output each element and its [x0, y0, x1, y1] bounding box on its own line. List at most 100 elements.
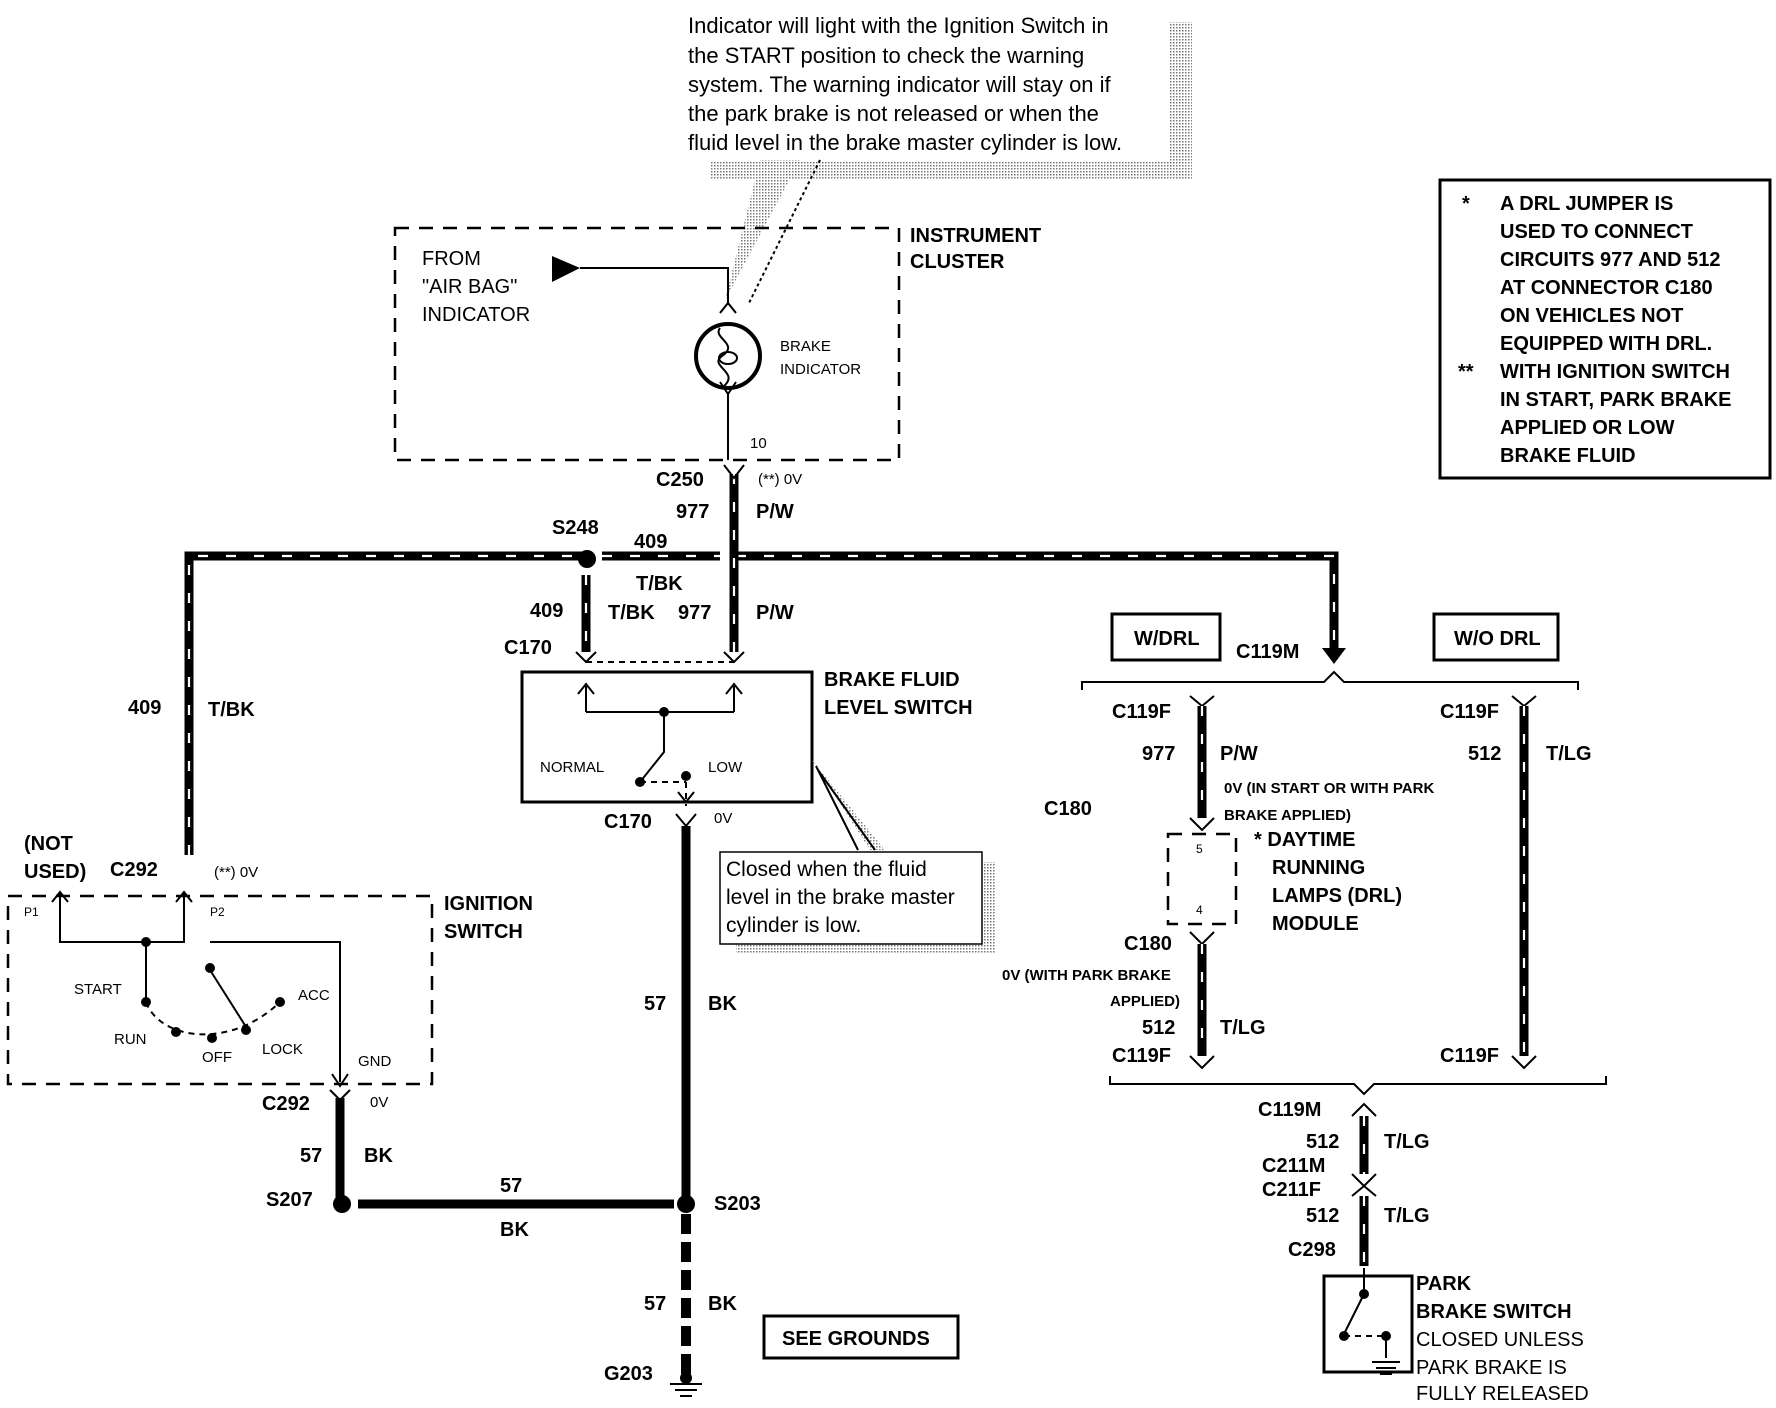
drl-module-title-3: LAMPS (DRL) [1272, 885, 1402, 907]
from-airbag-line-3: INDICATOR [422, 304, 530, 326]
brake-indicator-label-1: BRAKE [780, 338, 831, 355]
legend-note1-line-6: EQUIPPED WITH DRL. [1500, 333, 1712, 355]
circuit-977-top: 977 [676, 501, 709, 523]
color-bk-c: BK [708, 1293, 737, 1315]
c180-bottom-label: C180 [1124, 933, 1172, 955]
ignition-title-1: IGNITION [444, 893, 533, 915]
bottom-brace [1109, 1076, 1607, 1096]
color-tlg-right: T/LG [1546, 743, 1592, 765]
drl-module-title-4: MODULE [1272, 913, 1359, 935]
not-used-label-2: USED) [24, 861, 86, 883]
color-tlg-drl-left: T/LG [1220, 1017, 1266, 1039]
circuit-409-v: 409 [530, 600, 563, 622]
instrument-cluster: INSTRUMENT CLUSTER FROM "AIR BAG" INDICA… [393, 225, 1041, 462]
c250-label: C250 [656, 469, 704, 491]
color-bk-b: BK [364, 1145, 393, 1167]
ign-gnd-label: GND [358, 1053, 392, 1070]
s248-label: S248 [552, 517, 599, 539]
top-brace [1081, 670, 1579, 690]
color-tlg-b2: T/LG [1384, 1205, 1430, 1227]
circuit-409-left: 409 [128, 697, 161, 719]
callout-line-3: system. The warning indicator will stay … [688, 72, 1112, 97]
drl-pin-4: 4 [1196, 903, 1203, 917]
brake-indicator-bulb-icon [694, 322, 762, 390]
callout-line-1: Indicator will light with the Ignition S… [688, 13, 1109, 38]
drl-voltage-note-1: 0V (IN START OR WITH PARK [1224, 780, 1434, 797]
ign-acc-label: ACC [298, 987, 330, 1004]
color-pw-mid: P/W [756, 602, 794, 624]
ign-off-label: OFF [202, 1049, 232, 1066]
color-pw-top: P/W [756, 501, 794, 523]
drl-voltage-note2-2: APPLIED) [1110, 993, 1180, 1010]
s203-splice [677, 1195, 695, 1213]
c292-bottom-label: C292 [262, 1093, 310, 1115]
c119m-top-label: C119M [1236, 641, 1299, 663]
airbag-arrow-icon [552, 256, 580, 282]
circuit-409-h: 409 [634, 531, 667, 553]
park-desc-1: CLOSED UNLESS [1416, 1329, 1584, 1351]
see-grounds-button[interactable]: SEE GROUNDS [782, 1328, 930, 1350]
s203-label: S203 [714, 1193, 761, 1215]
c298-label: C298 [1288, 1239, 1336, 1261]
s248-splice [578, 550, 596, 568]
fluid-normal-label: NORMAL [540, 759, 604, 776]
brake-indicator-label-2: INDICATOR [780, 361, 861, 378]
cluster-title-1: INSTRUMENT [910, 225, 1041, 247]
c250-voltage: (**) 0V [758, 471, 802, 488]
circuit-977-mid: 977 [678, 602, 711, 624]
circuit-512-drl-left: 512 [1142, 1017, 1175, 1039]
ignition-switch: P1 P2 START ACC RUN OFF LOCK GND IGNITIO… [6, 890, 533, 1088]
s207-splice [333, 1195, 351, 1213]
legend-note1-line-5: ON VEHICLES NOT [1500, 305, 1683, 327]
legend-star-2: ** [1458, 361, 1474, 383]
color-tbk-left: T/BK [208, 699, 255, 721]
ign-lock-label: LOCK [262, 1041, 303, 1058]
drl-module-title-2: RUNNING [1272, 857, 1365, 879]
circuit-512-b2: 512 [1306, 1205, 1339, 1227]
c292-top-label: C292 [110, 859, 158, 881]
cluster-pin-10: 10 [750, 435, 767, 452]
from-airbag-line-1: FROM [422, 248, 481, 270]
not-used-label-1: (NOT [24, 833, 73, 855]
legend-note2-line-1: WITH IGNITION SWITCH [1500, 361, 1730, 383]
c119f-top-right: C119F [1440, 701, 1499, 723]
c119m-bottom-label: C119M [1258, 1099, 1321, 1121]
circuit-57-h: 57 [500, 1175, 522, 1197]
c250-connector-icon [723, 464, 745, 480]
wo-drl-label: W/O DRL [1454, 628, 1541, 650]
ignition-title-2: SWITCH [444, 921, 523, 943]
fluid-switch-title-1: BRAKE FLUID [824, 669, 960, 691]
fluid-switch-title-2: LEVEL SWITCH [824, 697, 973, 719]
ign-start-label: START [74, 981, 122, 998]
c292-bottom-voltage: 0V [370, 1094, 388, 1111]
c211f-label: C211F [1262, 1179, 1321, 1201]
park-desc-3: FULLY RELEASED [1416, 1383, 1589, 1405]
callout-line-5: fluid level in the brake master cylinder… [688, 130, 1122, 155]
color-pw-drl: P/W [1220, 743, 1258, 765]
fluid-low-label: LOW [708, 759, 743, 776]
drl-pin-5: 5 [1196, 842, 1203, 856]
cluster-title-2: CLUSTER [910, 251, 1005, 273]
s207-label: S207 [266, 1189, 313, 1211]
park-brake-switch: PARK BRAKE SWITCH CLOSED UNLESS PARK BRA… [1322, 1268, 1589, 1405]
c292-top-voltage: (**) 0V [214, 864, 258, 881]
circuit-57-c: 57 [644, 1293, 666, 1315]
c211m-label: C211M [1262, 1155, 1325, 1177]
color-tlg-b1: T/LG [1384, 1131, 1430, 1153]
c180-left-label: C180 [1044, 798, 1092, 820]
from-airbag-line-2: "AIR BAG" [422, 276, 517, 298]
brake-fluid-level-switch: NORMAL LOW BRAKE FLUID LEVEL SWITCH [520, 669, 973, 806]
c170-top-label: C170 [504, 637, 552, 659]
c119f-bottom-right: C119F [1440, 1045, 1499, 1067]
wire-409-left-loop [184, 551, 587, 855]
drl-voltage-note-2: BRAKE APPLIED) [1224, 807, 1351, 824]
color-bk-h: BK [500, 1219, 529, 1241]
legend-note1-line-1: A DRL JUMPER IS [1500, 193, 1673, 215]
circuit-512-right: 512 [1468, 743, 1501, 765]
color-bk-a: BK [708, 993, 737, 1015]
ground-g203-icon [670, 1372, 702, 1397]
ign-p2-label: P2 [210, 905, 225, 919]
drl-module: 5 4 * DAYTIME RUNNING LAMPS (DRL) MODULE [1166, 829, 1402, 935]
fluid-callout-line-3: cylinder is low. [726, 914, 861, 937]
